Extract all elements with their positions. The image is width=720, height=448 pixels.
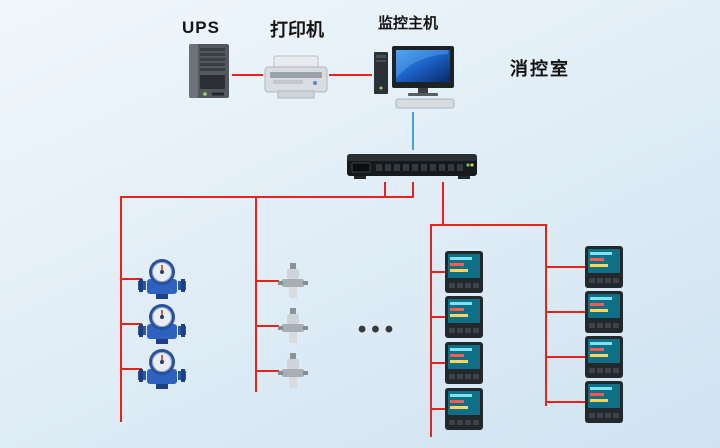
branch-valves [255,196,257,392]
branch-water-meters [120,196,122,422]
panel-meter-icon [584,335,624,379]
gateway-switch-device-icon [346,150,478,182]
gateway-stub-left [384,182,386,198]
valve-device-icon [278,262,308,300]
panel-meter-icon [584,380,624,424]
valve-device-icon [278,352,308,390]
water-meter-icon [138,348,186,390]
connector-meter-c1-4 [430,408,446,410]
valve-device-icon [278,307,308,345]
water-meter-icon [138,258,186,300]
ups-device-icon [186,42,232,100]
bus-left [120,196,414,198]
ups-label: UPS [182,18,220,37]
bus-right [430,224,547,226]
connector-valve-3 [255,370,279,372]
panel-meter-icon [444,341,484,385]
connector-meter-c1-1 [430,271,446,273]
panel-meter-icon [444,250,484,294]
connector-valve-2 [255,325,279,327]
printer-label: 打印机 [270,20,324,40]
connector-valve-1 [255,280,279,282]
branch-meters-col1 [430,224,432,437]
monitoring-host-label: 监控主机 [378,15,439,32]
connector-meter-c1-2 [430,316,446,318]
panel-meter-icon [444,387,484,431]
monitoring-host-device-icon [372,44,458,110]
printer-device-icon [263,53,329,100]
line-printer-to-host [329,74,372,76]
line-host-to-gateway [412,112,414,150]
connector-meter-c2-2 [545,311,586,313]
connector-water-meter-2 [120,323,142,325]
connector-meter-c2-3 [545,356,586,358]
connector-meter-c2-1 [545,266,586,268]
panel-meter-icon [584,245,624,289]
connector-water-meter-1 [120,278,142,280]
control-room-label: 消控室 [510,59,570,79]
panel-meter-icon [584,290,624,334]
gateway-stub-right [442,182,444,226]
branch-meters-col2 [545,224,547,406]
gateway-stub-middle [412,182,414,198]
line-ups-to-printer [232,74,263,76]
connector-meter-c1-3 [430,362,446,364]
more-branches-ellipsis: ••• [357,316,399,343]
water-meter-icon [138,303,186,345]
connector-meter-c2-4 [545,401,586,403]
panel-meter-icon [444,295,484,339]
connector-water-meter-3 [120,368,142,370]
